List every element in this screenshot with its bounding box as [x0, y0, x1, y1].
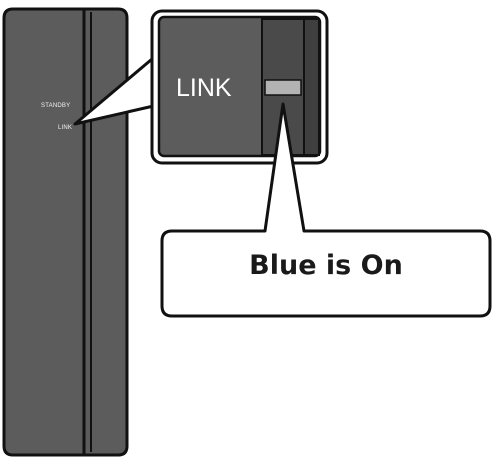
callout-text: Blue is On	[249, 250, 403, 281]
speaker-left-panel	[2, 7, 86, 457]
zoom-right-band	[303, 18, 320, 156]
zoom-link-label: LINK	[176, 74, 232, 102]
standby-label: STANDBY	[41, 103, 71, 109]
link-label: LINK	[58, 125, 73, 131]
link-indicator-light	[264, 79, 302, 96]
callout-bubble	[160, 102, 492, 318]
